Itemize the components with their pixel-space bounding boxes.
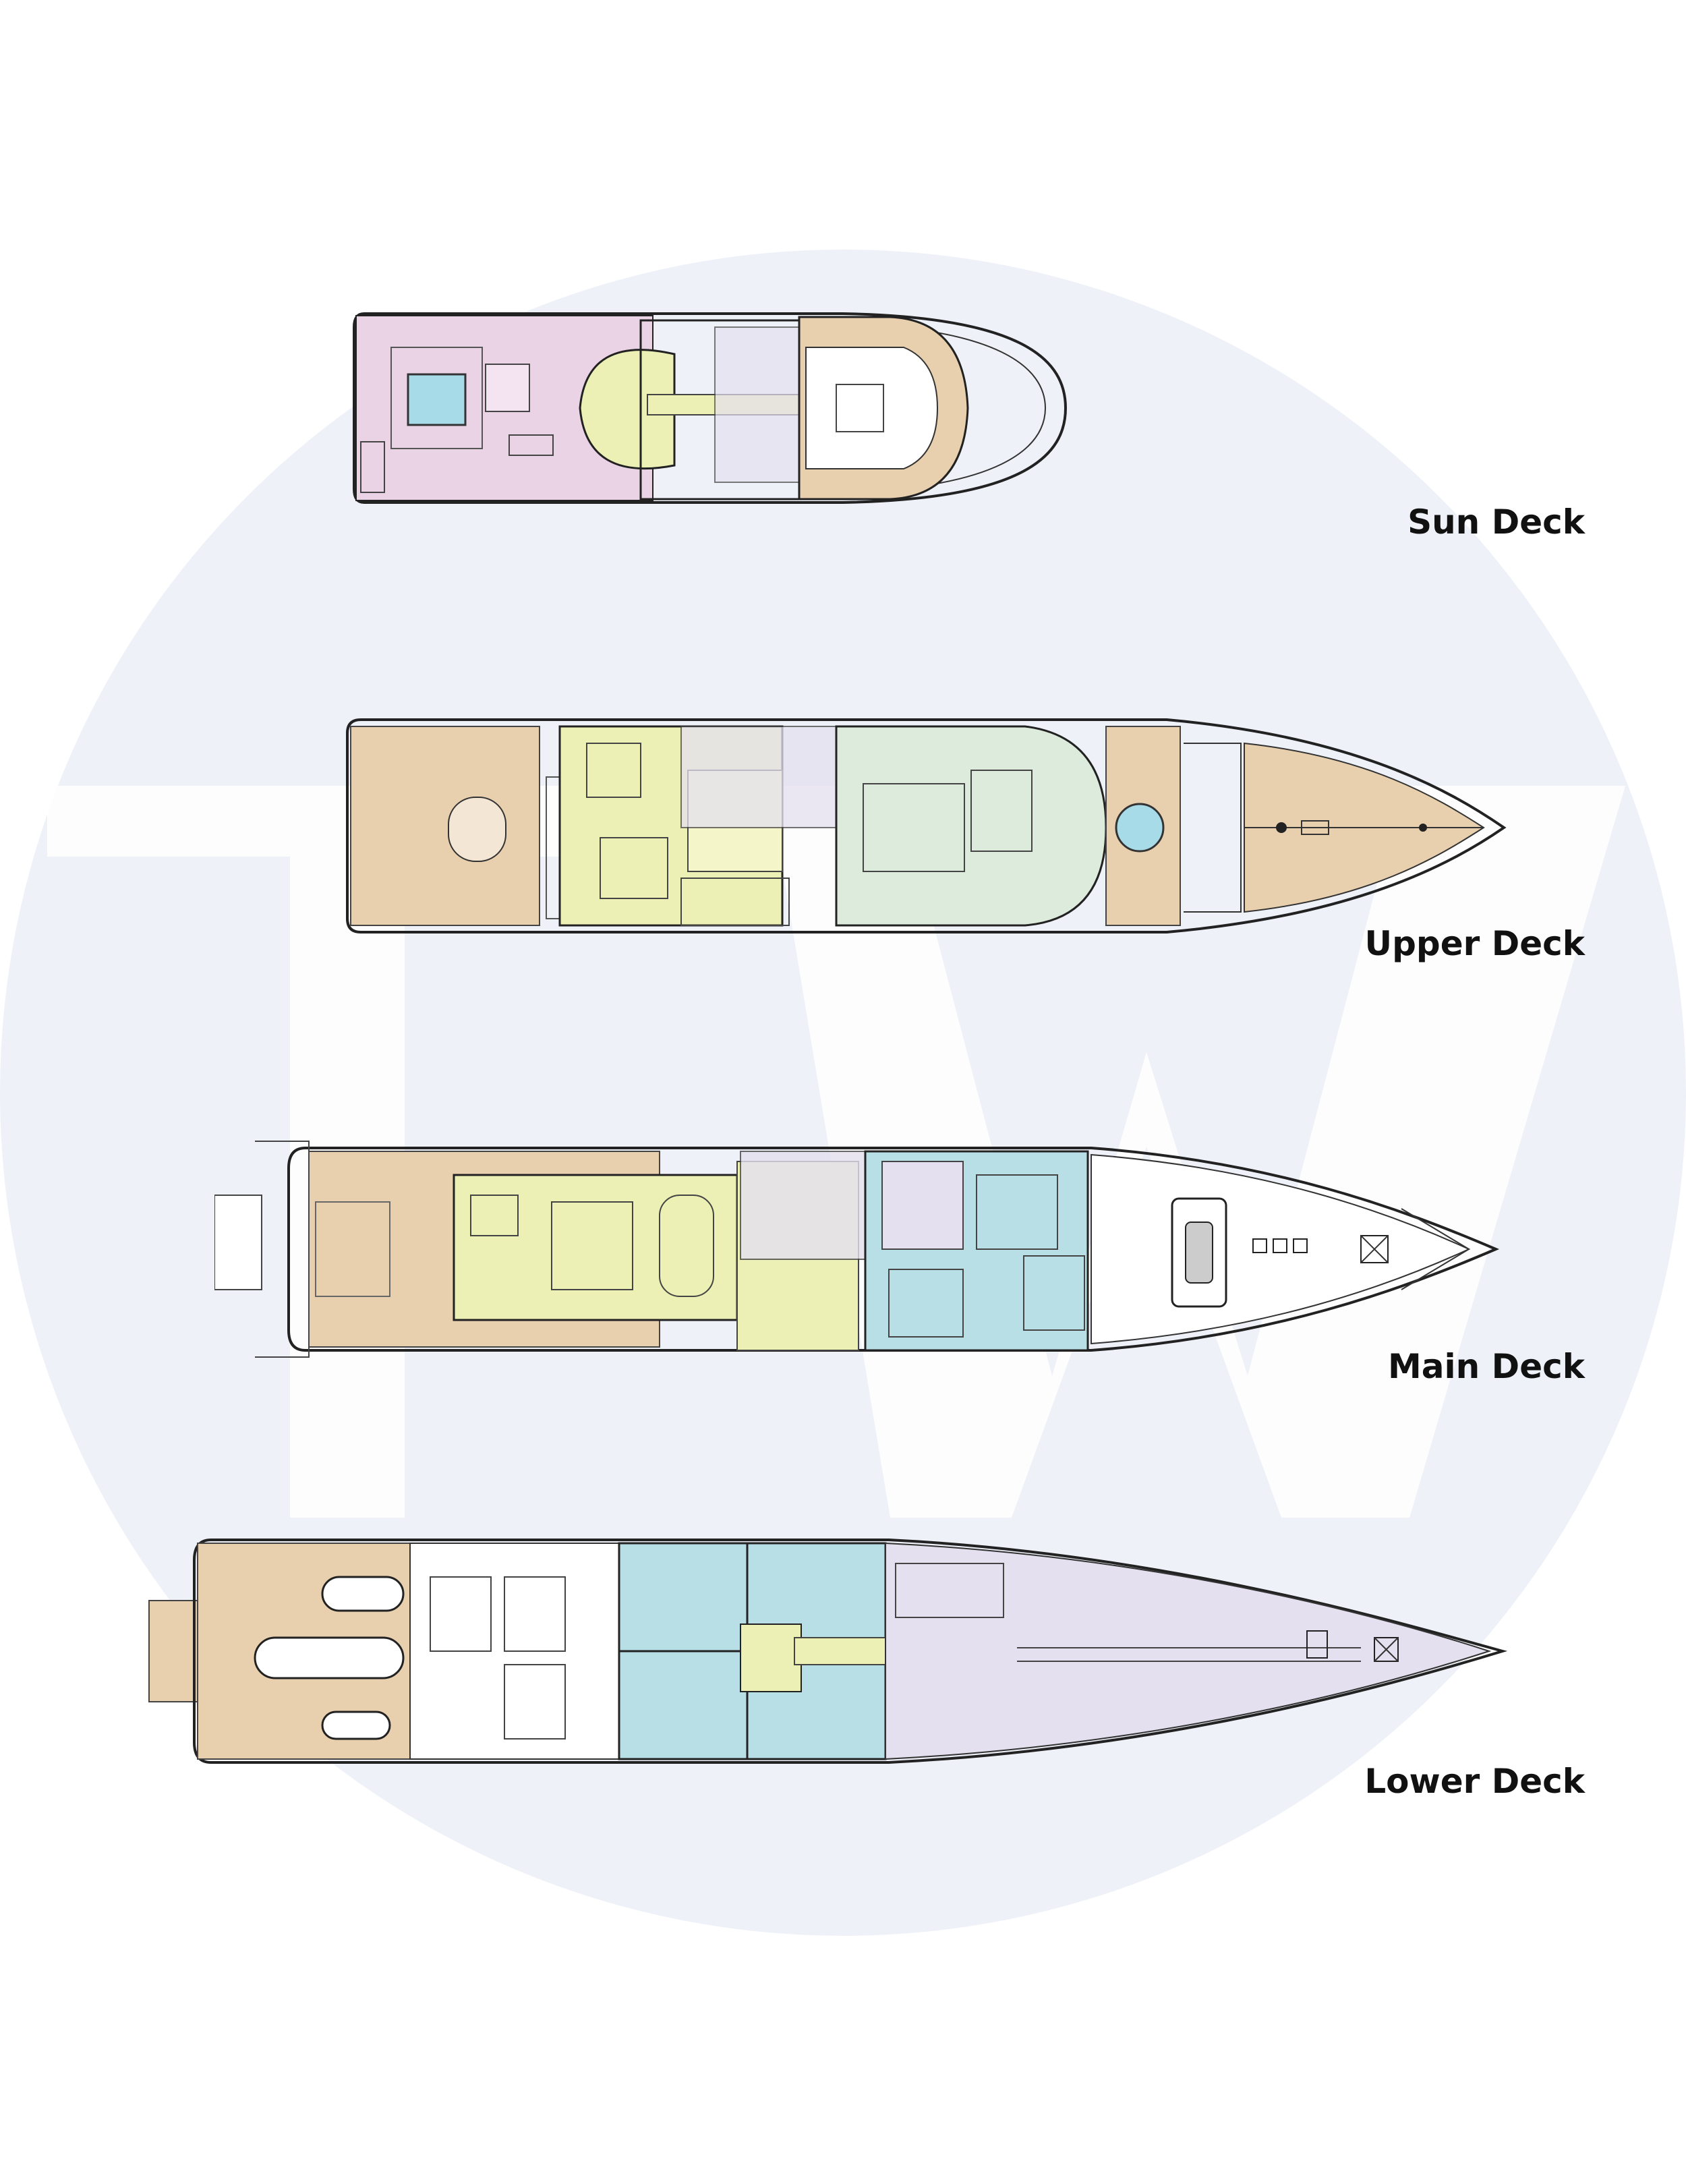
lower-deck-plan — [148, 1539, 1508, 1764]
main-deck-swim-platform — [214, 1195, 262, 1290]
main-deck-hull — [287, 1147, 1500, 1352]
upper-deck-label: Upper Deck — [1364, 924, 1585, 963]
lower-deck-hull — [193, 1539, 1508, 1764]
upper-deck-service — [680, 726, 837, 828]
lower-deck-label: Lower Deck — [1364, 1762, 1585, 1801]
sun-deck-label: Sun Deck — [1407, 502, 1585, 542]
main-deck-label: Main Deck — [1388, 1347, 1585, 1386]
main-deck-main-salon — [453, 1174, 738, 1321]
lower-deck-guest-lobby — [740, 1623, 802, 1692]
sun-deck-lounge — [579, 349, 676, 470]
lower-deck-crew-area — [885, 1542, 1492, 1760]
upper-deck-plan — [346, 718, 1507, 933]
main-deck-plan — [214, 1141, 1500, 1358]
sun-deck-plan — [353, 312, 1068, 504]
main-deck-foredeck — [1091, 1153, 1471, 1345]
sun-deck-hull — [353, 312, 1068, 504]
upper-deck-aft-dining — [350, 726, 540, 926]
upper-deck-hull — [346, 718, 1507, 933]
upper-deck-jacuzzi — [1115, 803, 1165, 853]
sun-deck-pool — [407, 373, 467, 426]
